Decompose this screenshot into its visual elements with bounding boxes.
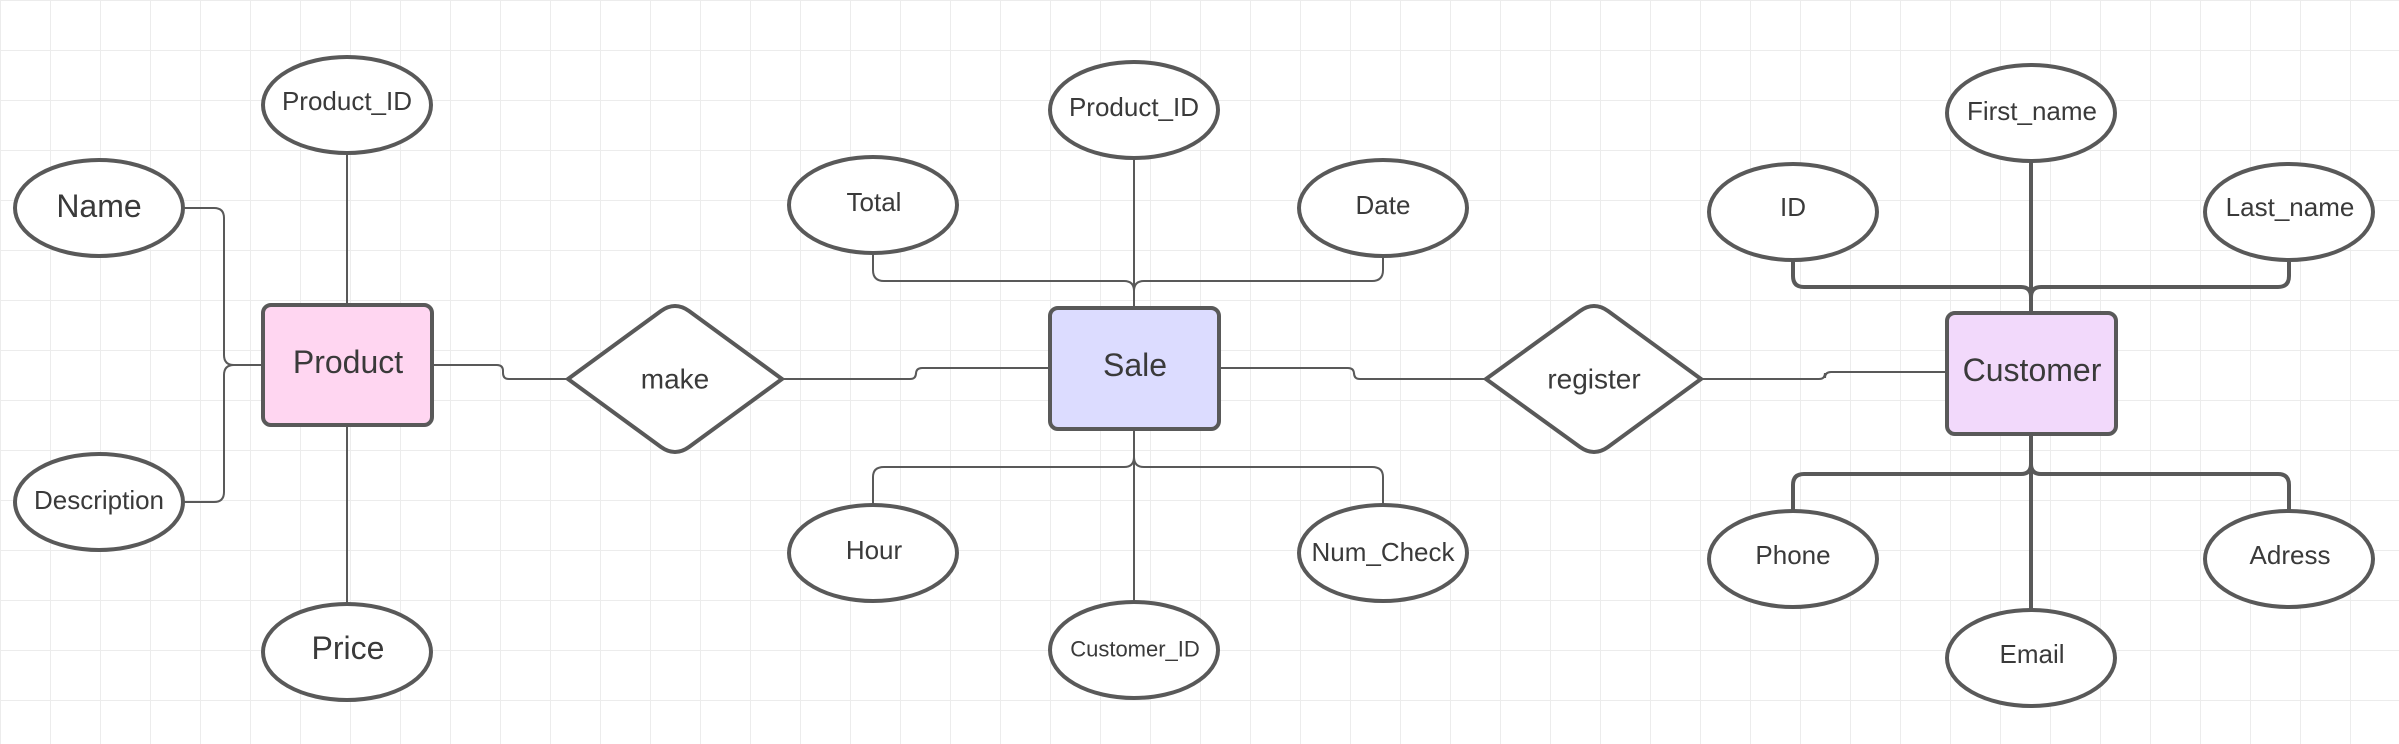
- edge-customer-phone: [1791, 463, 2033, 510]
- entity-product[interactable]: Product: [261, 303, 434, 427]
- attribute-customer-id[interactable]: ID: [1707, 162, 1879, 262]
- attribute-customer-id-label: ID: [1780, 192, 1806, 222]
- attribute-product-description-label: Description: [34, 485, 164, 515]
- attribute-product-price[interactable]: Price: [261, 602, 433, 702]
- attribute-sale-total[interactable]: Total: [787, 155, 959, 255]
- edge-sale-date: [1133, 238, 1384, 292]
- attribute-sale-total-label: Total: [847, 187, 902, 217]
- attribute-customer-last-name-label: Last_name: [2226, 192, 2355, 222]
- edge-product-description: [183, 364, 263, 503]
- attribute-customer-email-label: Email: [1999, 639, 2064, 669]
- edge-sale-register: [1219, 367, 1486, 380]
- edge-make-sale: [782, 367, 1050, 380]
- connectors: [183, 100, 2291, 610]
- edge-customer-id: [1791, 260, 2033, 298]
- attribute-product-price-label: Price: [312, 630, 385, 666]
- attribute-sale-product-id-label: Product_ID: [1069, 92, 1199, 122]
- attribute-sale-num-check[interactable]: Num_Check: [1297, 503, 1469, 603]
- relationship-make[interactable]: make: [564, 304, 786, 454]
- attribute-product-product-id[interactable]: Product_ID: [261, 55, 433, 155]
- entity-customer-label: Customer: [1963, 352, 2102, 388]
- edge-sale-total: [872, 235, 1135, 292]
- relationship-make-label: make: [641, 364, 709, 395]
- entity-sale[interactable]: Sale: [1048, 306, 1221, 431]
- attribute-sale-hour[interactable]: Hour: [787, 503, 959, 603]
- relationship-register-label: register: [1547, 364, 1640, 395]
- attribute-sale-customer-id[interactable]: Customer_ID: [1048, 600, 1220, 700]
- edge-product-name: [183, 207, 263, 366]
- attribute-sale-date[interactable]: Date: [1297, 158, 1469, 258]
- attribute-product-description[interactable]: Description: [13, 452, 185, 552]
- entity-sale-label: Sale: [1103, 347, 1167, 383]
- attribute-sale-customer-id-label: Customer_ID: [1070, 637, 1200, 662]
- edge-customer-adress: [2029, 463, 2291, 510]
- attribute-sale-date-label: Date: [1356, 190, 1411, 220]
- edge-sale-hour: [872, 456, 1135, 505]
- attribute-customer-adress-label: Adress: [2250, 540, 2331, 570]
- attribute-customer-first-name[interactable]: First_name: [1945, 63, 2117, 163]
- edge-sale-num-check: [1133, 456, 1384, 505]
- relationship-register[interactable]: register: [1482, 304, 1705, 454]
- entity-product-label: Product: [293, 344, 403, 380]
- attribute-customer-first-name-label: First_name: [1967, 96, 2097, 126]
- attribute-sale-num-check-label: Num_Check: [1311, 537, 1455, 567]
- edge-customer-last-name: [2029, 262, 2291, 298]
- edge-register-customer: [1701, 371, 1947, 380]
- attribute-customer-email[interactable]: Email: [1945, 608, 2117, 708]
- attribute-product-name[interactable]: Name: [13, 158, 185, 258]
- edge-product-make: [433, 364, 568, 380]
- attribute-product-product-id-label: Product_ID: [282, 86, 412, 116]
- attribute-customer-phone-label: Phone: [1755, 540, 1830, 570]
- entity-customer[interactable]: Customer: [1945, 311, 2118, 436]
- attribute-sale-product-id[interactable]: Product_ID: [1048, 60, 1220, 160]
- attribute-product-name-label: Name: [56, 188, 141, 224]
- attribute-customer-phone[interactable]: Phone: [1707, 509, 1879, 609]
- attribute-sale-hour-label: Hour: [846, 535, 903, 565]
- attribute-customer-adress[interactable]: Adress: [2203, 509, 2375, 609]
- attribute-customer-last-name[interactable]: Last_name: [2203, 162, 2375, 262]
